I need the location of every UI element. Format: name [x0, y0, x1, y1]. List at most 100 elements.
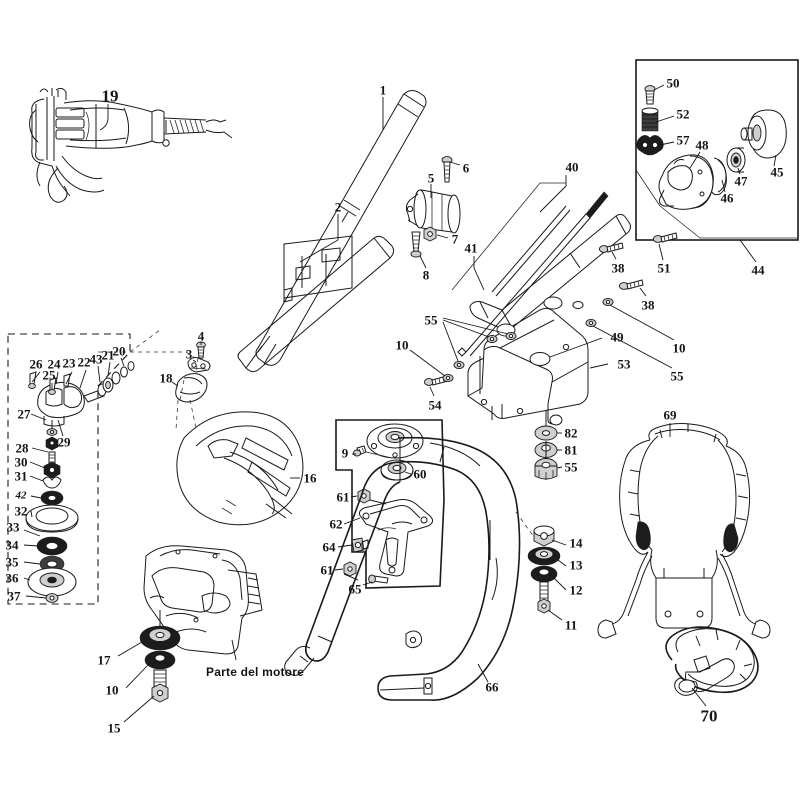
leaders-gearhead-left [23, 357, 125, 599]
leader-19 [99, 104, 109, 131]
part-2-bracket-plate [237, 235, 395, 373]
part-55-washers-left [453, 331, 517, 370]
leader-6 [449, 161, 461, 166]
callout-number-53: 53 [617, 356, 631, 372]
leader-3 [192, 359, 197, 363]
callout-number-51: 51 [657, 260, 671, 276]
callout-number-64: 64 [322, 539, 336, 555]
callout-number-11: 11 [564, 617, 578, 633]
callout-number-31: 31 [14, 468, 28, 484]
callout-number-8: 8 [422, 267, 430, 283]
part-10-washer-engine [144, 650, 176, 670]
callout-number-10: 10 [395, 337, 409, 353]
leader-51 [658, 243, 664, 261]
callout-number-38: 38 [611, 260, 625, 276]
callout-number-35: 35 [5, 554, 19, 570]
callout-number-66: 66 [485, 679, 499, 695]
callout-number-19: 19 [101, 86, 119, 106]
group-clutch-inset-box [635, 59, 799, 263]
leader-60 [404, 471, 412, 475]
part-64-fitting [351, 537, 369, 553]
callout-number-16: 16 [303, 470, 317, 486]
callout-number-24: 24 [47, 356, 61, 372]
leader-38b [639, 287, 647, 297]
part-10-washer-right [602, 297, 614, 307]
part-6-bolt [441, 156, 453, 183]
callout-number-45: 45 [770, 164, 784, 180]
leader-40 [539, 175, 567, 213]
part-62-triangle-plate [358, 499, 434, 577]
leader-2 [299, 214, 339, 263]
part-54-screw [423, 375, 449, 386]
inset-corner-line [635, 169, 661, 207]
part-46-washer-ring [711, 157, 727, 196]
callout-number-15: 15 [107, 720, 121, 736]
callout-number-23: 23 [62, 355, 76, 371]
leader-38a [611, 251, 617, 260]
leader-55-right [592, 325, 673, 369]
callout-number-14: 14 [569, 535, 583, 551]
leader-64 [337, 544, 353, 548]
part-14-nut [533, 525, 555, 547]
leader-53 [589, 363, 609, 369]
part-8-screw [410, 231, 422, 258]
part-45-clutch-drum [740, 109, 787, 159]
callout-number-54: 54 [428, 397, 442, 413]
leader-14 [551, 539, 567, 546]
callout-number-9: 9 [341, 445, 349, 461]
part-52-spring [641, 107, 659, 132]
part-66-backpack-frame [284, 436, 521, 701]
engine-part-body [143, 545, 263, 655]
callout-number-33: 33 [6, 519, 20, 535]
callout-number-41: 41 [464, 240, 478, 256]
part-70-loop-handle [665, 626, 759, 696]
part-82-washer [534, 425, 558, 441]
callout-number-55: 55 [670, 368, 684, 384]
callout-number-44: 44 [751, 262, 765, 278]
leader-13 [557, 559, 567, 567]
callout-number-61: 61 [336, 489, 350, 505]
callout-number-10: 10 [672, 340, 686, 356]
callout-number-61: 61 [320, 562, 334, 578]
callout-number-4: 4 [197, 328, 205, 344]
part-17-mount [139, 610, 181, 651]
part-47-bearing [726, 147, 746, 173]
callout-number-6: 6 [462, 160, 470, 176]
part-51-screw [652, 232, 678, 243]
leader-18 [171, 381, 179, 387]
callout-number-38: 38 [641, 297, 655, 313]
part-61-nut-lower [343, 561, 357, 577]
part-7-nut [423, 226, 437, 242]
callout-number-25: 25 [42, 367, 56, 383]
part-60-bearing-holder [366, 423, 424, 481]
part-10-washer-left [442, 373, 454, 383]
part-38-screw-a [598, 242, 624, 253]
group-frame-bracket-outline [335, 419, 445, 589]
callout-number-43: 43 [89, 351, 103, 367]
part-9-screw [352, 445, 367, 457]
leader-70 [691, 687, 707, 707]
part-1-upper-shaft [255, 90, 427, 366]
callout-number-65: 65 [348, 581, 362, 597]
leader-15 [123, 695, 155, 723]
callout-number-55: 55 [424, 312, 438, 328]
leader-47 [737, 167, 741, 175]
callout-number-47: 47 [734, 173, 748, 189]
callout-number-5: 5 [427, 170, 435, 186]
callout-number-29: 29 [57, 434, 71, 450]
callout-number-13: 13 [569, 557, 583, 573]
part-13-mount [527, 546, 561, 566]
leader-48 [689, 151, 701, 169]
callout-number-52: 52 [676, 106, 690, 122]
callout-number-46: 46 [720, 190, 734, 206]
pointer-9 [365, 451, 393, 459]
callout-number-10: 10 [105, 682, 119, 698]
leader-65 [362, 581, 373, 586]
callout-number-28: 28 [15, 440, 29, 456]
callout-number-70: 70 [700, 706, 718, 726]
callout-number-69: 69 [663, 407, 677, 423]
callout-number-37: 37 [7, 588, 21, 604]
part-11-bolt [537, 581, 551, 614]
callout-number-20: 20 [112, 343, 126, 359]
